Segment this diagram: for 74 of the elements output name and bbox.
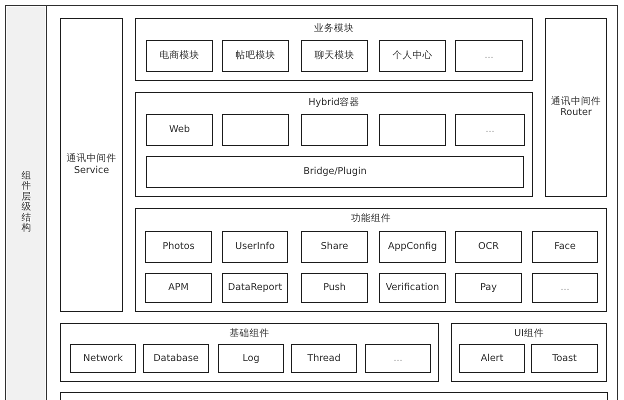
component-label: ...: [392, 352, 404, 364]
component-label: Verification: [384, 282, 440, 294]
component-box: [301, 40, 368, 72]
layer-panel: [451, 323, 607, 382]
component-label: Photos: [161, 241, 196, 253]
empty-box: [60, 392, 608, 400]
component-box: [291, 344, 357, 373]
component-label: DataReport: [226, 282, 284, 294]
component-box: [459, 344, 525, 373]
component-label: Thread: [306, 352, 342, 364]
component-box: [455, 231, 522, 263]
component-box: [379, 273, 446, 303]
component-box: [532, 273, 598, 303]
component-label: AppConfig: [386, 241, 438, 253]
component-label: OCR: [477, 241, 500, 253]
component-label: APM: [167, 282, 190, 294]
layer-panel: [135, 18, 533, 81]
panel-title: 业务模块: [313, 23, 355, 35]
component-label: 通讯中间件 Router: [550, 96, 602, 120]
component-box: [545, 18, 607, 197]
component-label: Network: [82, 352, 124, 364]
component-box: [70, 344, 136, 373]
component-label: ...: [483, 50, 495, 62]
component-box: [455, 40, 523, 72]
component-label: Bridge/Plugin: [302, 166, 368, 178]
component-label: Web: [168, 124, 191, 136]
layer-panel: [135, 208, 607, 312]
panel-title: UI组件: [513, 328, 545, 340]
component-box: [143, 344, 209, 373]
component-box: [379, 231, 446, 263]
component-label: Share: [320, 241, 350, 253]
component-label: Log: [242, 352, 260, 364]
component-label: 电商模块: [158, 50, 200, 62]
component-label: 聊天模块: [314, 50, 356, 62]
band-label: 组件层级结构: [21, 172, 31, 234]
component-box: [60, 18, 123, 312]
component-box: [531, 344, 598, 373]
component-box: [301, 273, 368, 303]
component-box: [145, 273, 212, 303]
layer-band: [5, 5, 47, 400]
component-box: [222, 40, 289, 72]
component-box: [146, 114, 213, 146]
panel-title: 基础组件: [228, 328, 270, 340]
component-box: [379, 40, 446, 72]
component-label: Alert: [480, 352, 504, 364]
component-box: [532, 231, 598, 263]
empty-box: [379, 114, 446, 146]
component-box: [145, 231, 212, 263]
empty-box: [222, 114, 289, 146]
component-label: Push: [322, 282, 347, 294]
component-box: [455, 114, 525, 146]
component-label: Database: [152, 352, 200, 364]
component-box: [455, 273, 522, 303]
component-label: Face: [553, 241, 577, 253]
component-box: [146, 156, 524, 188]
component-box: [222, 231, 288, 263]
panel-title: Hybrid容器: [307, 97, 361, 109]
component-label: 帖吧模块: [234, 50, 276, 62]
empty-box: [301, 114, 368, 146]
component-box: [222, 273, 288, 303]
component-label: ...: [484, 124, 496, 136]
component-label: Toast: [551, 352, 578, 364]
component-label: ...: [559, 282, 571, 294]
component-box: [301, 231, 368, 263]
layer-panel: [135, 92, 533, 197]
component-label: UserInfo: [234, 241, 276, 253]
component-label: 个人中心: [392, 50, 434, 62]
component-box: [218, 344, 284, 373]
layer-panel: [60, 323, 439, 382]
component-box: [365, 344, 431, 373]
component-box: [146, 40, 213, 72]
panel-title: 功能组件: [350, 213, 392, 225]
component-label: Pay: [479, 282, 498, 294]
component-label: 通讯中间件 Service: [66, 153, 118, 177]
